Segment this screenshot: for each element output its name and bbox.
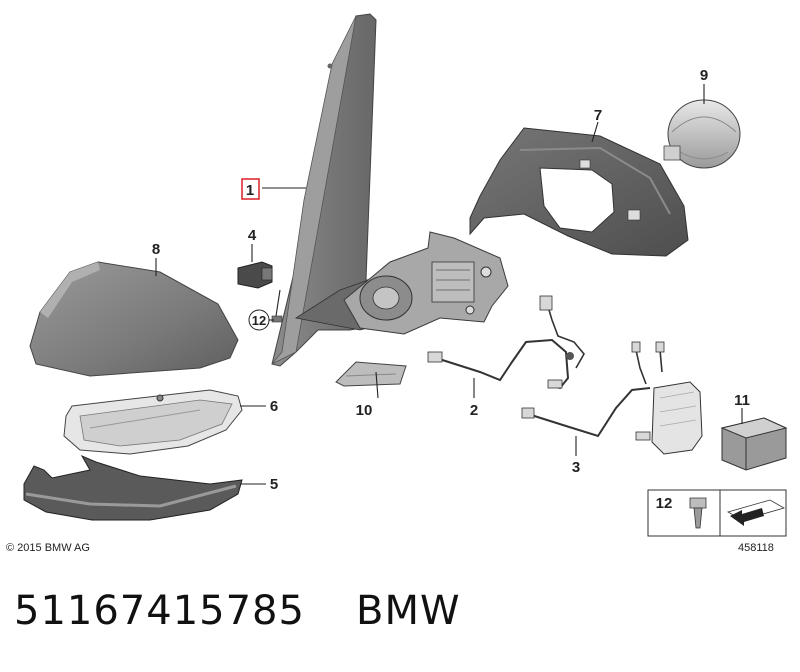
diagram-number: 458118 (738, 542, 774, 554)
screw-icon (689, 497, 707, 529)
callout-12: 12 (252, 313, 266, 328)
wiring-harness-part-2 (427, 295, 585, 390)
callout-4: 4 (248, 227, 257, 244)
legend-box (647, 489, 787, 537)
turn-signal-indicator-part-6 (63, 389, 243, 455)
wiring-harness-module-part-3 (521, 341, 703, 455)
mirror-cap-part-8 (29, 261, 239, 377)
mirror-housing-frame-part-7 (469, 127, 689, 257)
arrow-plate-icon (726, 499, 786, 526)
screw-part-12 (271, 315, 283, 323)
callout-8: 8 (152, 241, 160, 258)
callouts: 1 7 9 8 4 12 10 2 3 11 6 5 12 (152, 67, 750, 512)
copyright-notice: © 2015 BMW AG (6, 542, 90, 554)
callout-10: 10 (356, 402, 373, 419)
callout-2: 2 (470, 402, 478, 419)
sensor-clip-part-4 (237, 261, 273, 289)
mirror-glass-motor-part-9 (663, 99, 741, 169)
part-number: 51167415785 (14, 588, 305, 634)
lower-trim-part-5 (23, 454, 243, 521)
callout-5: 5 (270, 476, 278, 493)
callout-11: 11 (734, 392, 750, 409)
callout-6: 6 (270, 398, 278, 415)
callout-1: 1 (246, 182, 254, 199)
callout-3: 3 (572, 459, 580, 476)
cover-plate-part-10 (335, 361, 407, 387)
parts-kit-box-part-11 (720, 417, 788, 471)
callout-7: 7 (594, 107, 602, 124)
callout-12-circle (248, 309, 270, 331)
brand-name: BMW (356, 588, 461, 634)
leader-lines (155, 84, 743, 485)
callout-9: 9 (700, 67, 708, 84)
mirror-actuator-assembly (343, 231, 509, 335)
legend-callout-12: 12 (656, 495, 673, 512)
highlight-box-part-1 (241, 178, 260, 200)
